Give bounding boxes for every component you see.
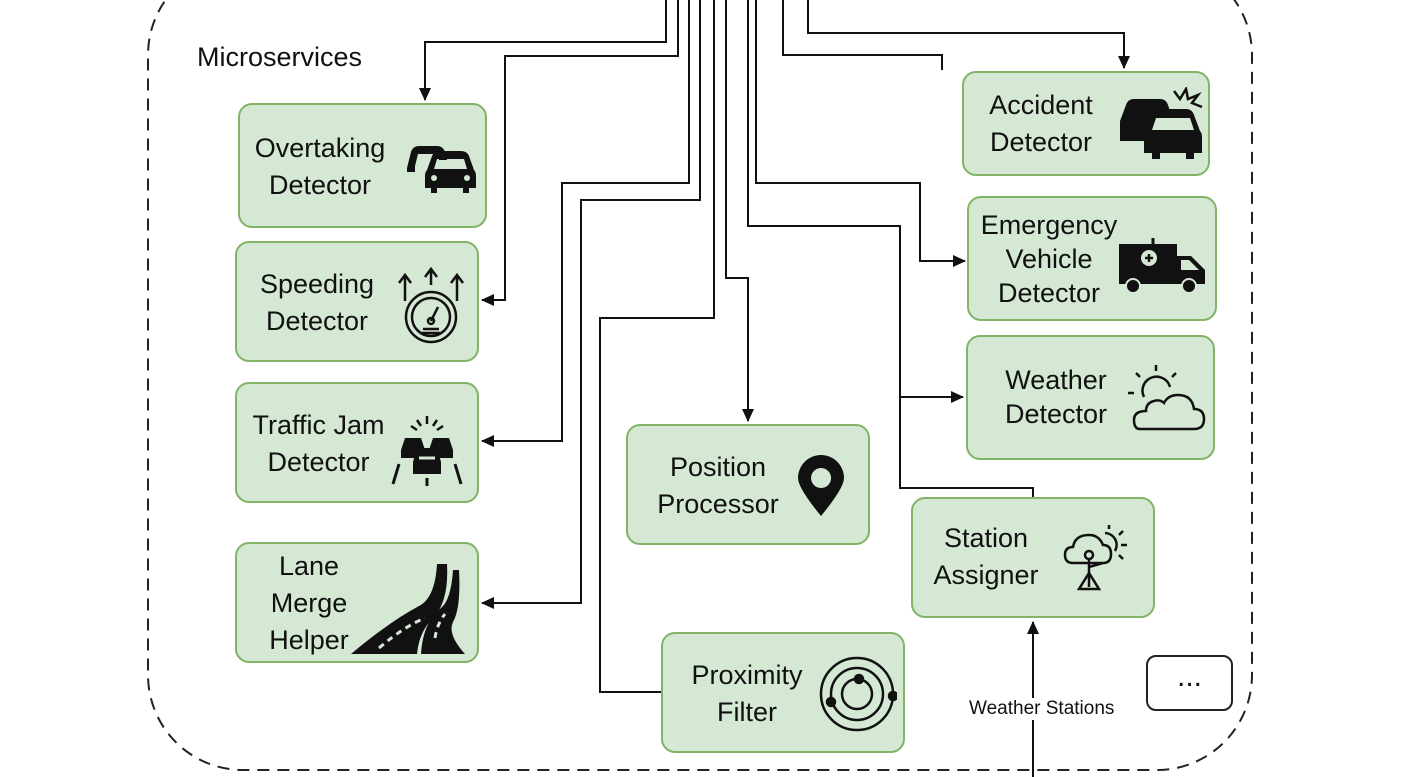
traffic-jam-detector-label: Traffic Jam Detector <box>241 407 396 481</box>
connector-to-lane-merge <box>481 0 701 609</box>
emergency-vehicle-detector-box[interactable]: Emergency Vehicle Detector <box>967 196 1217 321</box>
ambulance-icon <box>1119 238 1205 294</box>
emergency-vehicle-detector-label: Emergency Vehicle Detector <box>975 208 1123 310</box>
label-line: Station <box>943 523 1029 553</box>
label-line: Vehicle <box>1005 244 1093 274</box>
label-line: Assigner <box>933 560 1039 590</box>
connector-to-emergency <box>755 0 966 267</box>
speeding-detector-box[interactable]: Speeding Detector <box>235 241 479 362</box>
connector-to-weather <box>747 0 964 403</box>
connector-to-position <box>725 0 754 422</box>
label-line: Lane <box>278 551 340 581</box>
traffic-jam-icon <box>391 416 463 486</box>
connector-to-speeding <box>481 0 679 306</box>
car-crash-icon <box>1120 87 1203 159</box>
label-line: Detector <box>265 306 369 336</box>
position-processor-box[interactable]: Position Processor <box>626 424 870 545</box>
speedometer-icon <box>398 266 464 344</box>
lane-merge-helper-box[interactable]: Lane Merge Helper <box>235 542 479 663</box>
accident-detector-label: Accident Detector <box>972 87 1110 161</box>
microservices-cluster-boundary <box>147 0 1253 771</box>
label-line: Position <box>669 452 767 482</box>
label-line: Merge <box>270 588 348 618</box>
weather-detector-label: Weather Detector <box>988 363 1124 431</box>
overtaking-detector-box[interactable]: Overtaking Detector <box>238 103 487 228</box>
station-assigner-label: Station Assigner <box>921 520 1051 594</box>
label-line: Proximity <box>691 660 803 690</box>
label-line: Accident <box>989 90 1093 120</box>
connector-to-accident-2 <box>807 0 1130 69</box>
lane-merge-helper-label: Lane Merge Helper <box>249 548 369 659</box>
weather-detector-box[interactable]: Weather Detector <box>966 335 1215 460</box>
accident-detector-box[interactable]: Accident Detector <box>962 71 1210 176</box>
traffic-jam-detector-box[interactable]: Traffic Jam Detector <box>235 382 479 503</box>
label-line: Helper <box>269 625 349 655</box>
connector-to-accident <box>782 0 943 70</box>
connector-from-proximity <box>599 0 715 693</box>
label-line: Overtaking <box>254 133 386 163</box>
label-line: Detector <box>268 170 372 200</box>
more-services-box[interactable]: ... <box>1146 655 1233 711</box>
proximity-filter-box[interactable]: Proximity Filter <box>661 632 905 753</box>
map-pin-icon <box>798 455 844 516</box>
position-processor-label: Position Processor <box>644 449 792 523</box>
label-line: Speeding <box>259 269 375 299</box>
label-line: Detector <box>997 278 1101 308</box>
label-line: Detector <box>1004 399 1108 429</box>
connector-to-overtaking <box>419 0 667 101</box>
station-assigner-box[interactable]: Station Assigner <box>911 497 1155 618</box>
label-line: Weather <box>1005 365 1107 395</box>
overtaking-detector-label: Overtaking Detector <box>246 130 394 204</box>
weather-station-icon <box>1063 525 1127 591</box>
label-line: Emergency <box>980 210 1118 240</box>
proximity-filter-label: Proximity Filter <box>677 657 817 731</box>
connector-from-station <box>899 397 1034 497</box>
overtaking-cars-icon <box>407 146 476 193</box>
radar-icon <box>819 656 897 732</box>
connector-to-traffic-jam <box>481 0 690 447</box>
label-line: Detector <box>267 447 370 477</box>
label-line: Traffic Jam <box>252 410 385 440</box>
sun-cloud-icon <box>1128 365 1206 431</box>
label-line: Filter <box>717 697 777 727</box>
microservices-cluster-label: Microservices <box>197 42 363 72</box>
label-line: Processor <box>657 489 779 519</box>
weather-stations-label: Weather Stations <box>969 698 1115 720</box>
speeding-detector-label: Speeding Detector <box>249 266 385 340</box>
lane-merge-road-icon <box>351 564 465 654</box>
label-line: Detector <box>989 127 1093 157</box>
